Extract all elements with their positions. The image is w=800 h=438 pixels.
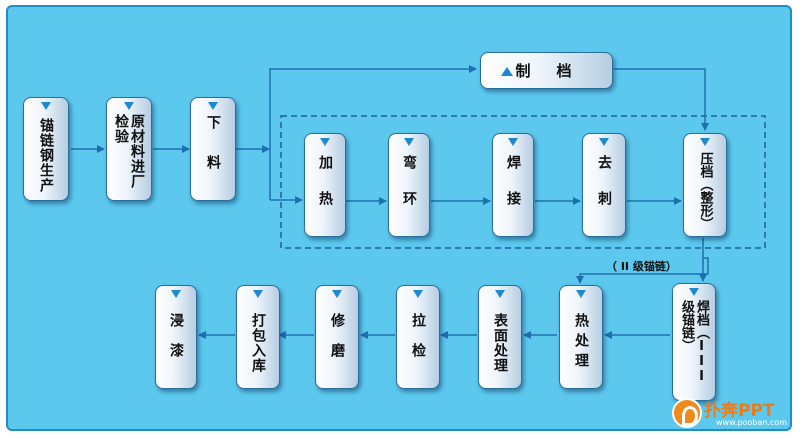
node-label: 拉检 [410,313,426,373]
triangle-marker-icon [700,138,710,146]
node-label: 压档（整形） [697,152,713,230]
triangle-marker-icon [320,138,330,146]
node-material-inspection: 原材料进厂检验 [106,97,152,201]
node-welding: 焊接 [492,133,534,237]
triangle-marker-icon [41,102,51,110]
node-weld-stud: 焊档（III级锚链） [672,283,716,401]
logo-icon [672,398,702,428]
arrow-to-template [269,65,477,200]
node-make-template: 制档 [480,52,613,89]
triangle-marker-icon [124,102,134,110]
arrow-press-heattreat [576,257,709,284]
node-heating: 加热 [304,133,346,237]
node-label: 弯环 [401,155,417,227]
triangle-marker-icon [253,290,263,298]
node-label: 浸漆 [168,313,184,373]
node-pressing: 压档（整形） [683,133,727,237]
logo-name: 扑奔PPT [704,401,775,421]
arrow-template-press [614,68,709,131]
node-label: 加热 [317,155,333,227]
node-label: 下料 [205,115,221,195]
node-label: 打包入库 [250,313,266,373]
triangle-marker-icon [501,66,513,76]
node-dip-paint: 浸漆 [155,285,197,389]
node-label: 原材料进厂检验 [113,114,145,189]
node-label: 制档 [515,61,598,80]
triangle-marker-icon [599,138,609,146]
triangle-marker-icon [576,290,586,298]
process-group-box [280,115,766,249]
triangle-marker-icon [495,290,505,298]
grade-label: （ II 级锚链） [606,260,677,273]
node-packing-storage: 打包入库 [236,285,280,389]
node-label: 热处理 [573,313,589,373]
node-heat-treatment: 热处理 [559,285,603,389]
logo-url: www.pooban.com [716,418,787,427]
node-cutting: 下料 [190,97,236,201]
node-label: 修磨 [329,313,345,373]
node-label: 锚链钢生产 [38,117,54,193]
triangle-marker-icon [413,290,423,298]
triangle-marker-icon [689,288,699,296]
triangle-marker-icon [208,102,218,110]
brand-logo: 扑奔PPT www.pooban.com [672,396,792,432]
node-label: 表面处理 [492,313,508,373]
triangle-marker-icon [171,290,181,298]
node-pull-test: 拉检 [396,285,440,389]
triangle-marker-icon [332,290,342,298]
node-label: 焊接 [505,155,521,227]
node-bending: 弯环 [388,133,430,237]
node-label: 焊档（III级锚链） [679,300,709,384]
node-steel-production: 锚链钢生产 [23,97,69,201]
triangle-marker-icon [508,138,518,146]
node-deburring: 去刺 [582,133,626,237]
node-grinding: 修磨 [315,285,359,389]
triangle-marker-icon [404,138,414,146]
node-label: 去刺 [596,155,612,227]
node-surface-treatment: 表面处理 [478,285,522,389]
